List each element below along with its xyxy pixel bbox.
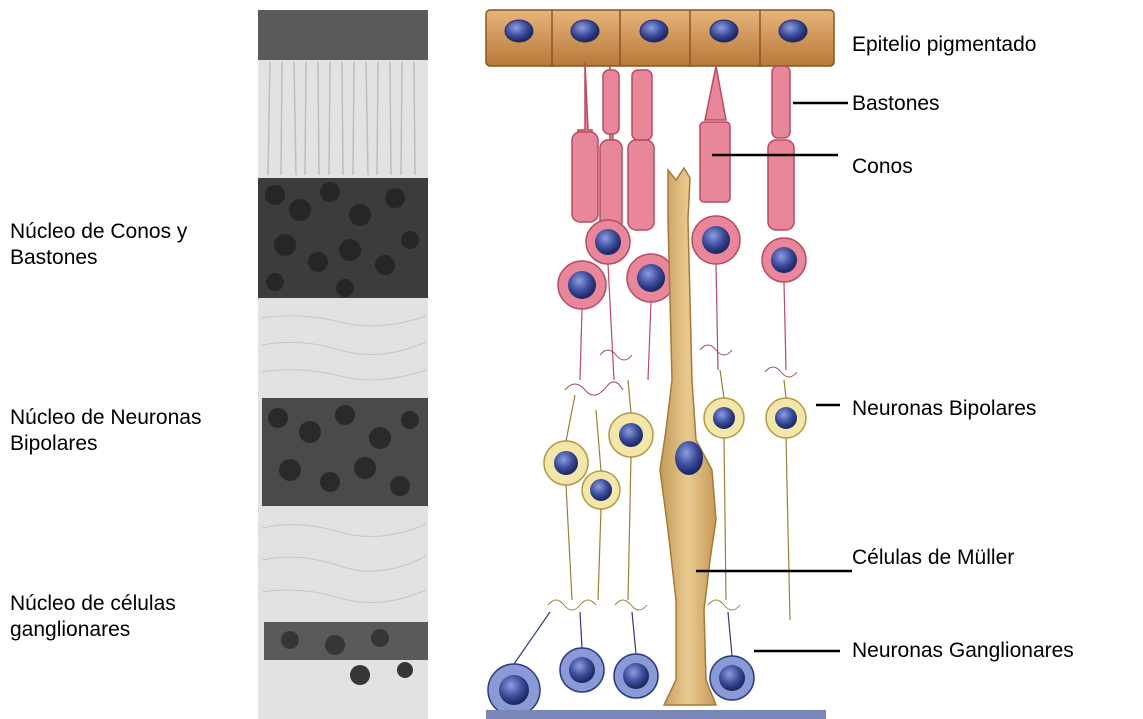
label-bipolar-neurons: Neuronas Bipolares — [852, 396, 1036, 422]
histology-micrograph — [258, 10, 428, 719]
label-rods: Bastones — [852, 91, 940, 117]
label-muller-cells: Células de Müller — [852, 545, 1014, 571]
pigment-layer-band — [258, 10, 428, 60]
muller-nucleus — [675, 441, 703, 475]
label-bipolar-nucleus: Núcleo de Neuronas Bipolares — [10, 405, 272, 457]
label-cone-rod-nucleus: Núcleo de Conos y Bastones — [10, 219, 272, 271]
pigment-epithelium — [486, 10, 834, 66]
label-pigment-epithelium: Epitelio pigmentado — [852, 32, 1036, 58]
nerve-fiber-layer — [486, 710, 826, 719]
label-ganglion-nucleus: Núcleo de células ganglionares — [10, 591, 240, 643]
retina-illustration — [486, 10, 834, 719]
label-ganglion-neurons: Neuronas Ganglionares — [852, 638, 1074, 664]
inner-synapses — [548, 600, 740, 610]
label-cones: Conos — [852, 154, 913, 180]
